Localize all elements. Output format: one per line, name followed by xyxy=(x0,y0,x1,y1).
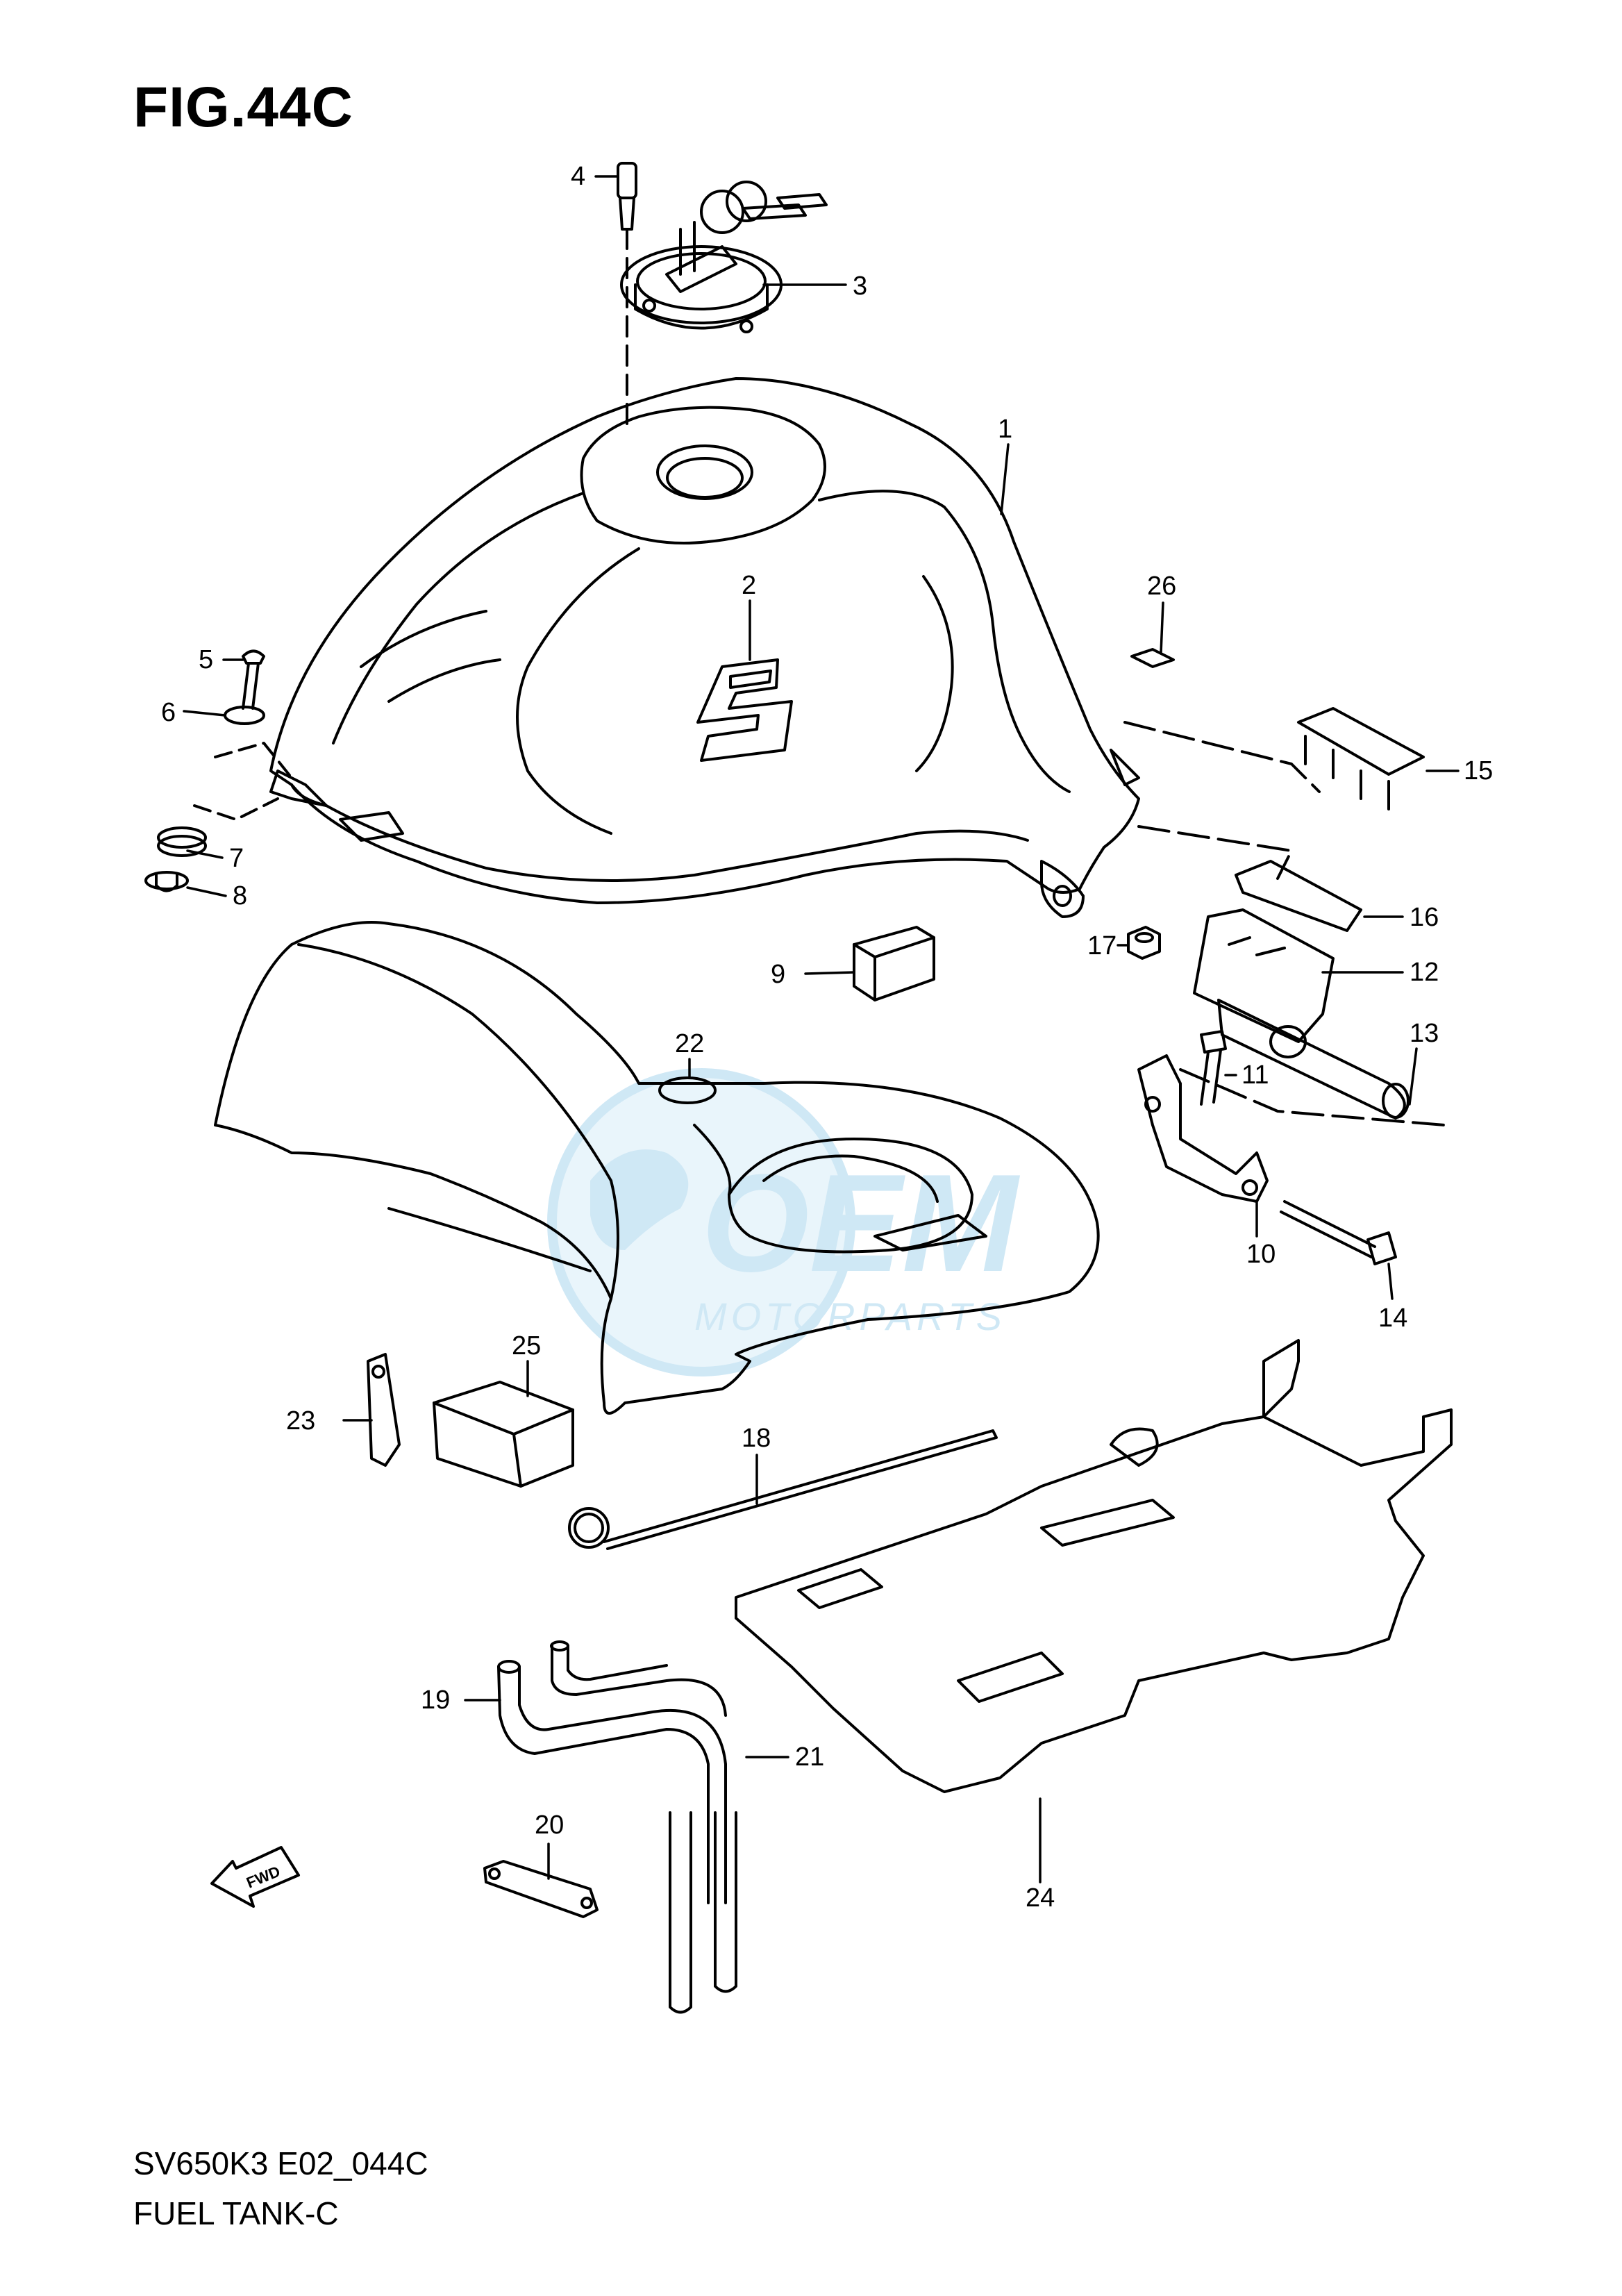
callout-2: 2 xyxy=(742,571,756,600)
hose-21 xyxy=(669,1797,737,2014)
watermark-logo: OEM MOTORPARTS xyxy=(547,1068,1021,1376)
callout-11: 11 xyxy=(1241,1060,1269,1090)
callout-20: 20 xyxy=(535,1811,564,1840)
callout-23: 23 xyxy=(286,1406,315,1436)
fuel-tank xyxy=(269,377,1140,918)
collar-8 xyxy=(144,871,189,892)
nut-17 xyxy=(1127,926,1161,960)
bolt-5 xyxy=(242,649,265,710)
clip-23 xyxy=(367,1353,401,1467)
callout-7: 7 xyxy=(229,844,244,873)
callout-19: 19 xyxy=(421,1686,450,1715)
callout-24: 24 xyxy=(1026,1883,1055,1913)
callout-1: 1 xyxy=(998,415,1012,444)
leader-dash-7 xyxy=(193,797,279,821)
callout-15: 15 xyxy=(1464,756,1493,785)
damper-16 xyxy=(1235,860,1362,932)
callout-8: 8 xyxy=(233,881,247,910)
plate-24 xyxy=(735,1339,1453,1793)
bolt-14 xyxy=(1280,1200,1397,1265)
clip-26 xyxy=(1130,648,1175,668)
hose-19 xyxy=(497,1640,727,1800)
callout-25: 25 xyxy=(512,1331,541,1361)
fuel-cap xyxy=(620,181,828,333)
callout-4: 4 xyxy=(571,162,585,191)
callout-16: 16 xyxy=(1410,903,1439,932)
callout-labels: 1 2 3 4 5 6 7 8 9 10 11 12 13 14 15 16 1… xyxy=(161,162,1493,1913)
cushion-9 xyxy=(853,926,935,1001)
pipe-13 xyxy=(1217,999,1410,1120)
callout-18: 18 xyxy=(742,1424,771,1453)
bolt-11 xyxy=(1200,1030,1227,1106)
callout-26: 26 xyxy=(1147,572,1176,601)
figure-code: SV650K3 E02_044C xyxy=(133,2145,428,2181)
clamp-20 xyxy=(483,1860,599,1918)
bracket-12 xyxy=(1193,908,1335,1058)
rod-18 xyxy=(568,1429,998,1550)
forward-arrow: FWD xyxy=(210,1846,300,1908)
tank-cover-22 xyxy=(214,921,1100,1415)
callout-9: 9 xyxy=(771,960,785,989)
bracket-10 xyxy=(1137,1054,1269,1203)
damper-15 xyxy=(1297,707,1425,810)
leader-dash-5 xyxy=(214,742,293,779)
watermark-sub: MOTORPARTS xyxy=(694,1295,1006,1338)
figure-title: FIG.44C xyxy=(133,76,353,139)
leader-lines xyxy=(183,175,1460,1883)
washer-6 xyxy=(224,706,265,725)
callout-6: 6 xyxy=(161,698,176,727)
callout-12: 12 xyxy=(1410,958,1439,987)
figure-name: FUEL TANK-C xyxy=(133,2195,339,2231)
callout-17: 17 xyxy=(1087,931,1117,960)
callout-14: 14 xyxy=(1378,1304,1407,1333)
callout-10: 10 xyxy=(1246,1240,1276,1269)
leader-dash-13 xyxy=(1179,1068,1446,1126)
cushion-7 xyxy=(157,826,207,857)
leader-dash-16 xyxy=(1137,825,1293,880)
callout-13: 13 xyxy=(1410,1019,1439,1048)
pad-25 xyxy=(433,1381,574,1488)
callout-3: 3 xyxy=(853,272,867,301)
callout-21: 21 xyxy=(795,1742,824,1772)
callout-5: 5 xyxy=(199,645,213,674)
bolt-4 xyxy=(617,162,637,432)
leader-dash-15 xyxy=(1123,721,1321,793)
callout-22: 22 xyxy=(675,1029,704,1058)
